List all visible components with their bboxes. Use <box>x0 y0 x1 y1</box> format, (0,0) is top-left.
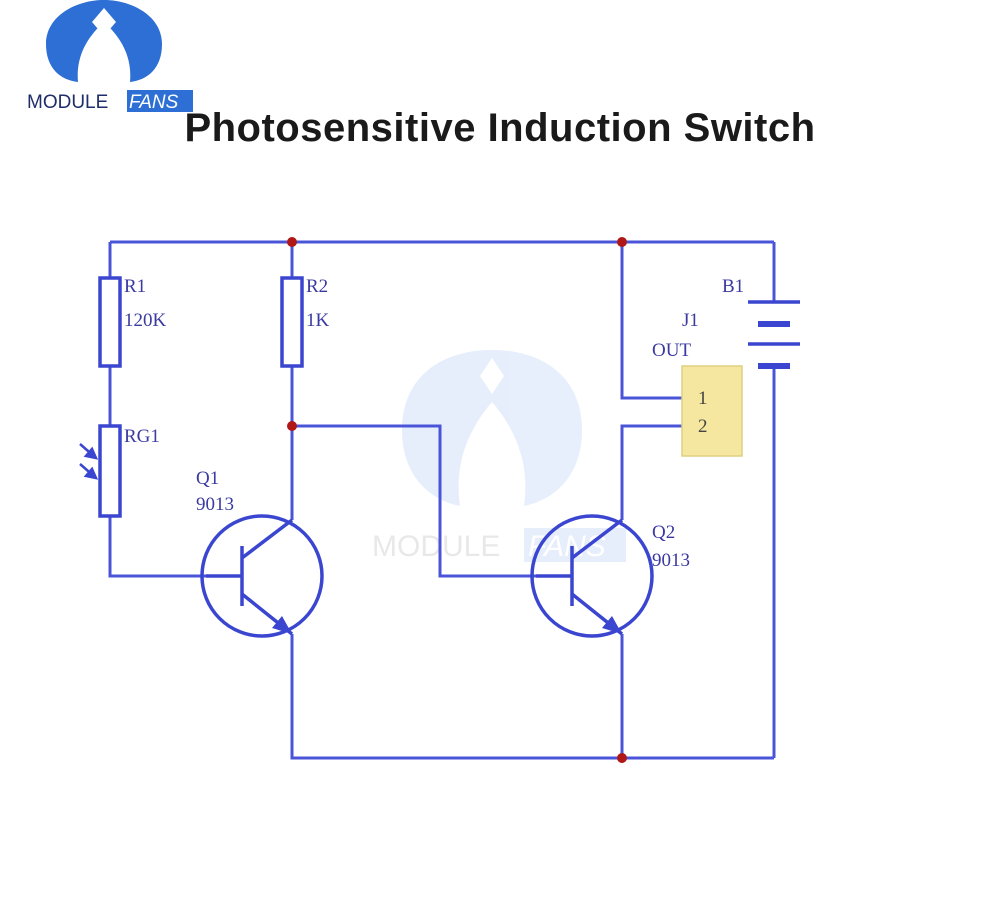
label-rg1-ref: RG1 <box>124 426 160 447</box>
label-j1-pin1: 1 <box>698 388 708 409</box>
label-q1-ref: Q1 <box>196 468 219 489</box>
transistor-q2-emitter-arrow-icon <box>602 616 622 634</box>
junction-dot <box>287 421 297 431</box>
brand-logo: MODULE FANS <box>27 0 193 113</box>
junctions <box>287 237 627 763</box>
junction-dot <box>287 237 297 247</box>
light-arrows-icon <box>79 443 99 480</box>
transistor-q1: Q1 9013 <box>196 468 324 638</box>
label-q2-ref: Q2 <box>652 522 675 543</box>
label-j1-pin2: 2 <box>698 416 708 437</box>
logo-text-fans: FANS <box>129 92 179 113</box>
transistor-q2-body <box>530 514 654 638</box>
label-r1-ref: R1 <box>124 276 146 297</box>
transistor-q2-collector <box>570 518 624 560</box>
label-r2-value: 1K <box>306 310 330 331</box>
watermark: MODULE FANS <box>372 350 626 563</box>
page-title: Photosensitive Induction Switch <box>184 106 816 150</box>
logo-fans-badge <box>127 90 193 112</box>
wire-q1-q2-base <box>292 424 536 578</box>
label-r1-value: 120K <box>124 310 167 331</box>
photoresistor-rg1-body <box>98 424 122 518</box>
label-b1-ref: B1 <box>722 276 744 297</box>
label-r2-ref: R2 <box>306 276 328 297</box>
modulefans-logo-icon <box>46 0 162 82</box>
label-q2-value: 9013 <box>652 550 690 571</box>
watermark-text-module: MODULE <box>372 530 500 563</box>
wire-bottom-rail <box>290 634 774 760</box>
wire-j1-pin2 <box>620 424 684 520</box>
label-j1-name: OUT <box>652 340 691 361</box>
resistor-r2: R2 1K <box>280 276 330 368</box>
label-j1-ref: J1 <box>682 310 699 331</box>
resistor-r1-body <box>98 276 122 368</box>
resistor-r2-body <box>280 276 304 368</box>
junction-dot <box>617 237 627 247</box>
resistor-r1: R1 120K <box>98 276 167 368</box>
junction-dot <box>617 753 627 763</box>
transistor-q1-body <box>200 514 324 638</box>
wires <box>108 240 776 760</box>
wire-j1-pin1 <box>620 242 684 400</box>
transistor-q1-emitter-arrow-icon <box>272 616 292 634</box>
transistor-q2: Q2 9013 <box>530 514 690 638</box>
connector-j1: 1 2 J1 OUT <box>652 310 743 457</box>
logo-text-module: MODULE <box>27 92 108 113</box>
wire-rg1-q1-base <box>108 516 206 578</box>
label-q1-value: 9013 <box>196 494 234 515</box>
photoresistor-rg1: RG1 <box>79 424 160 518</box>
watermark-logo-icon <box>402 350 582 506</box>
connector-j1-body <box>681 365 743 457</box>
battery-b1: B1 <box>722 276 800 369</box>
transistor-q1-collector <box>240 518 294 560</box>
